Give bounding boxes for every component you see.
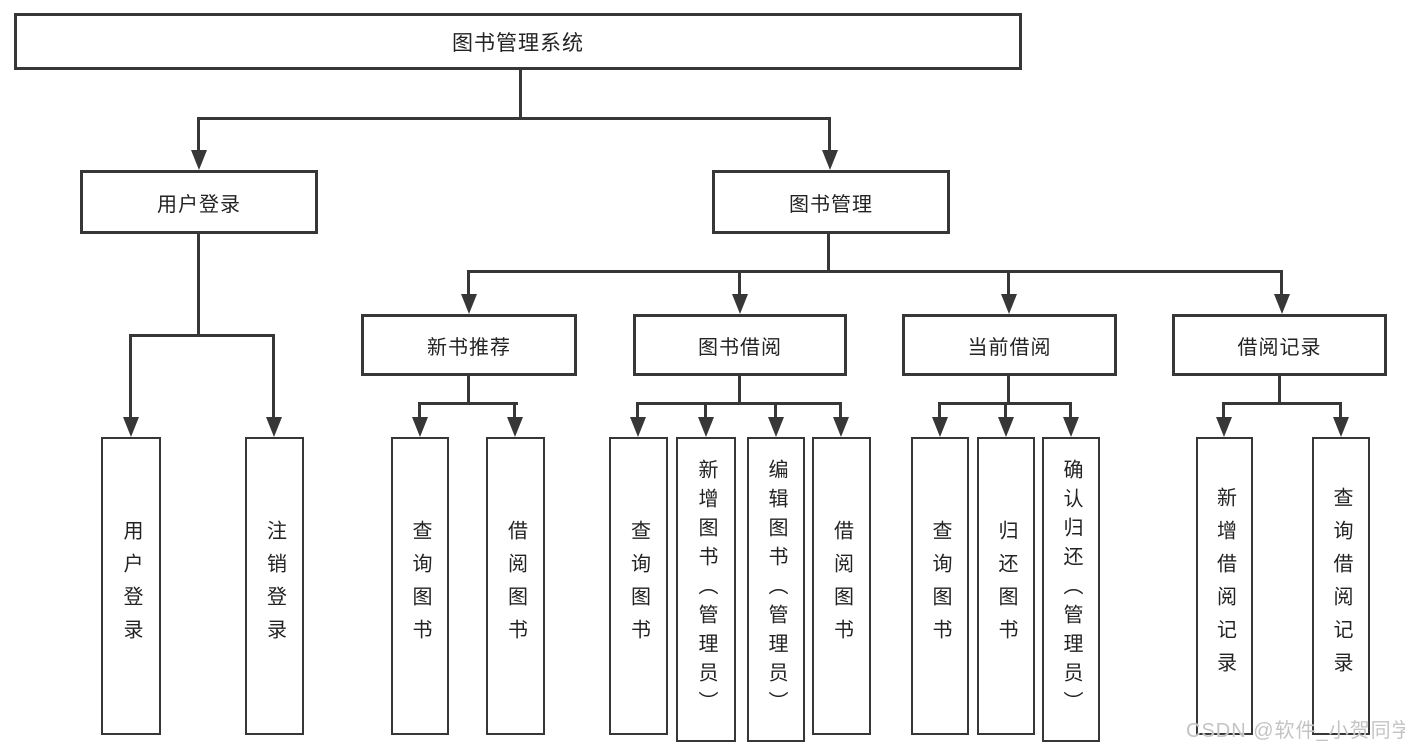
node-label: 编辑图书（管理员） — [765, 459, 787, 720]
node-book-management: 图书管理 — [712, 170, 950, 234]
node-label: 借阅图书 — [830, 520, 853, 652]
node-label: 查询图书 — [929, 520, 951, 652]
arrowhead-down-icon — [998, 417, 1014, 437]
arrowhead-down-icon — [932, 417, 948, 437]
arrowhead-down-icon — [822, 150, 838, 170]
node-label: 归还图书 — [995, 520, 1017, 652]
node-label: 确认归还（管理员） — [1060, 459, 1082, 720]
node-label: 查询图书 — [627, 520, 650, 652]
node-label: 用户登录 — [157, 193, 241, 216]
connector-drop — [1069, 402, 1072, 419]
connector-borrow-records-bar — [1222, 402, 1342, 405]
csdn-watermark: CSDN @软件_小贺同学 — [1186, 720, 1405, 742]
node-label: 借阅图书 — [504, 520, 527, 652]
node-library-management-system: 图书管理系统 — [14, 13, 1022, 70]
connector-book-management-bar — [467, 270, 1283, 273]
arrowhead-down-icon — [123, 417, 139, 437]
connector-borrow-records-stem — [1278, 376, 1281, 405]
arrowhead-down-icon — [1216, 417, 1232, 437]
arrowhead-down-icon — [266, 417, 282, 437]
arrowhead-down-icon — [1063, 417, 1079, 437]
node-borrow-records: 借阅记录 — [1172, 314, 1387, 376]
arrowhead-down-icon — [412, 417, 428, 437]
connector-drop-leaf-logout — [272, 334, 275, 418]
node-leaf-borrow-books-recommend: 借阅图书 — [486, 437, 545, 735]
connector-drop — [418, 402, 421, 419]
arrowhead-down-icon — [698, 417, 714, 437]
node-user-login: 用户登录 — [80, 170, 318, 234]
node-label: 借阅记录 — [1237, 336, 1322, 359]
node-leaf-edit-books-admin: 编辑图书（管理员） — [747, 437, 805, 742]
node-current-borrow: 当前借阅 — [902, 314, 1117, 376]
node-leaf-borrow-books: 借阅图书 — [812, 437, 871, 735]
node-leaf-user-login: 用户登录 — [101, 437, 161, 735]
connector-user-login-stem — [197, 234, 200, 337]
arrowhead-down-icon — [507, 417, 523, 437]
arrowhead-down-icon — [732, 294, 748, 314]
node-leaf-return-books: 归还图书 — [977, 437, 1035, 735]
connector-new-book-stem — [467, 376, 470, 405]
node-label: 新增图书（管理员） — [695, 459, 717, 720]
connector-new-book-bar — [418, 402, 518, 405]
arrowhead-down-icon — [833, 417, 849, 437]
arrowhead-down-icon — [630, 417, 646, 437]
node-label: 图书管理系统 — [452, 31, 584, 55]
connector-book-management-stem — [827, 234, 830, 272]
connector-book-borrow-stem — [738, 376, 741, 405]
node-label: 注销登录 — [263, 520, 286, 652]
connector-drop-borrow-records — [1280, 270, 1283, 296]
node-leaf-query-books-borrow: 查询图书 — [609, 437, 668, 735]
node-book-borrow: 图书借阅 — [633, 314, 847, 376]
connector-drop — [1004, 402, 1007, 419]
node-leaf-query-books-current: 查询图书 — [911, 437, 969, 735]
node-label: 新书推荐 — [427, 336, 511, 359]
node-new-book-recommend: 新书推荐 — [361, 314, 577, 376]
connector-drop-book-borrow — [738, 270, 741, 296]
connector-user-login-bar — [129, 334, 275, 337]
node-leaf-query-borrow-record: 查询借阅记录 — [1312, 437, 1370, 735]
node-leaf-add-books-admin: 新增图书（管理员） — [676, 437, 736, 742]
node-leaf-query-books-recommend: 查询图书 — [391, 437, 449, 735]
connector-drop — [704, 402, 707, 419]
connector-drop — [938, 402, 941, 419]
connector-drop-book-management — [828, 117, 831, 151]
node-label: 图书借阅 — [698, 336, 782, 359]
node-label: 查询图书 — [409, 520, 431, 652]
arrowhead-down-icon — [461, 294, 477, 314]
node-label: 新增借阅记录 — [1213, 487, 1236, 685]
node-label: 查询借阅记录 — [1330, 487, 1352, 685]
node-leaf-add-borrow-record: 新增借阅记录 — [1196, 437, 1253, 735]
connector-drop — [513, 402, 516, 419]
arrowhead-down-icon — [1001, 294, 1017, 314]
arrowhead-down-icon — [191, 150, 207, 170]
connector-root-bar — [197, 117, 831, 120]
arrowhead-down-icon — [1333, 417, 1349, 437]
connector-current-borrow-stem — [1007, 376, 1010, 405]
node-leaf-confirm-return-admin: 确认归还（管理员） — [1042, 437, 1100, 742]
connector-drop-leaf-user-login — [129, 334, 132, 418]
node-label: 用户登录 — [120, 520, 142, 652]
node-leaf-logout: 注销登录 — [245, 437, 304, 735]
connector-root-stem — [519, 70, 522, 119]
connector-drop — [1222, 402, 1225, 419]
node-label: 图书管理 — [789, 193, 873, 216]
arrowhead-down-icon — [768, 417, 784, 437]
connector-drop — [1339, 402, 1342, 419]
node-label: 当前借阅 — [967, 336, 1052, 359]
arrowhead-down-icon — [1274, 294, 1290, 314]
connector-drop — [636, 402, 639, 419]
connector-drop — [774, 402, 777, 419]
connector-book-borrow-bar — [636, 402, 842, 405]
connector-drop-current-borrow — [1007, 270, 1010, 296]
connector-drop-new-book-recommend — [467, 270, 470, 296]
connector-drop — [839, 402, 842, 419]
connector-drop-user-login — [197, 117, 200, 151]
